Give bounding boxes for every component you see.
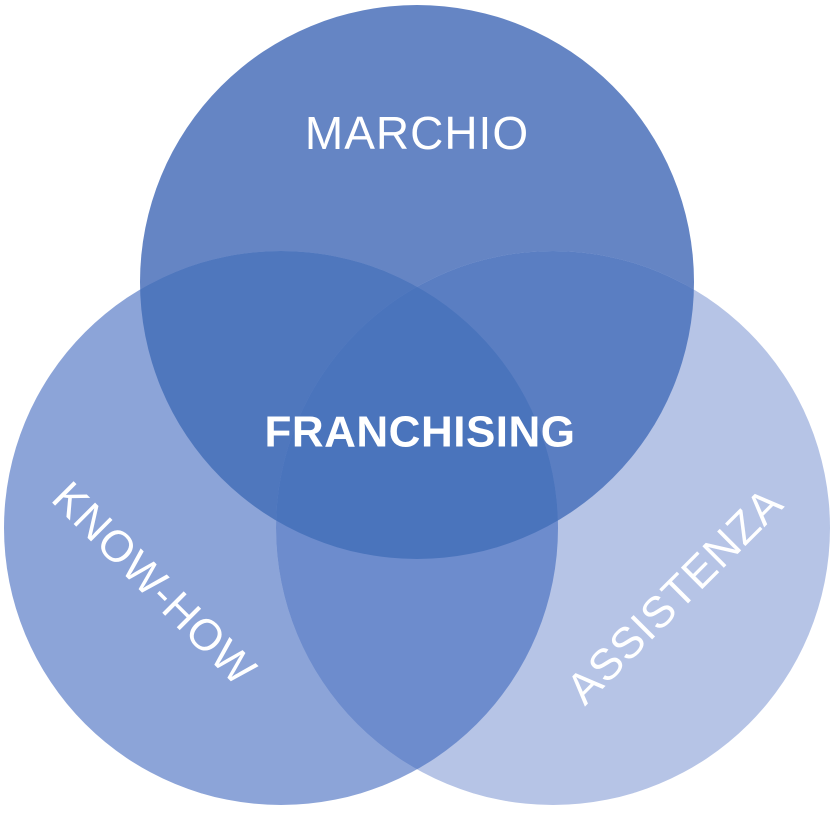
label-franchising: FRANCHISING — [264, 408, 575, 457]
label-marchio: MARCHIO — [305, 107, 529, 159]
